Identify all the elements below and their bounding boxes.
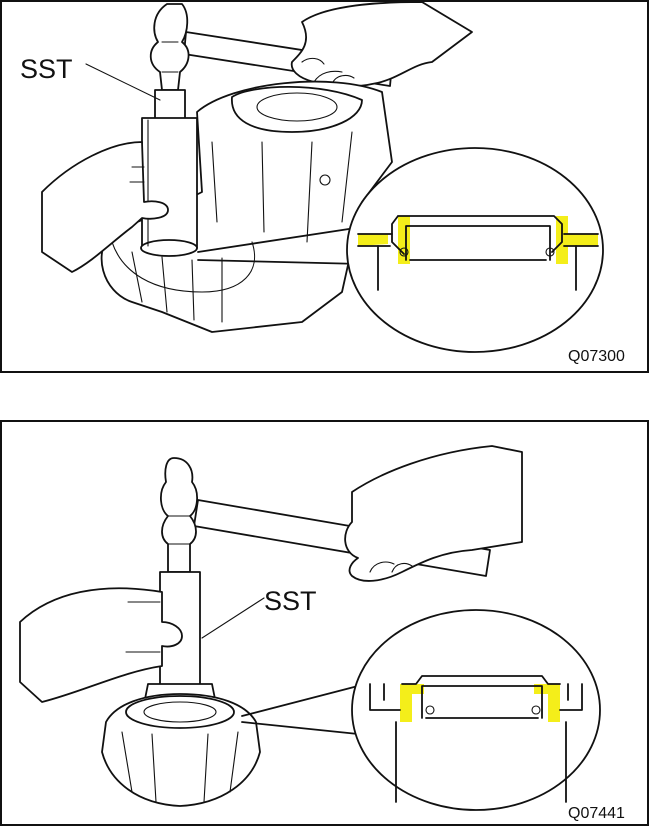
extension-housing <box>101 693 261 807</box>
figure-panel-bottom: SST Q07441 <box>0 420 649 826</box>
sst-leader-line-bottom <box>201 597 265 639</box>
seal-detail-callout-bottom <box>351 609 601 811</box>
detail-leader-lines-bottom <box>241 685 359 735</box>
sst-tool <box>140 89 198 257</box>
oil-seal-installation-diagram-bottom: SST Q07441 <box>19 445 625 822</box>
seal-detail-callout-top <box>346 147 604 353</box>
hand-left <box>19 587 183 703</box>
figure-code-top: Q07300 <box>568 348 625 365</box>
hand-right <box>344 445 523 582</box>
figure-panel-top: SST Q07300 <box>0 0 649 373</box>
transmission-case <box>100 80 393 333</box>
sst-label-bottom: SST <box>264 586 317 616</box>
hand-left <box>41 141 169 273</box>
sst-leader-line-top <box>85 63 161 101</box>
seal-highlight-bottom <box>400 684 560 722</box>
detail-leader-lines-top <box>197 226 363 265</box>
hand-upper <box>290 2 473 88</box>
oil-seal-installation-diagram-top: SST Q07300 <box>20 2 625 365</box>
sst-label-top: SST <box>20 54 73 84</box>
figure-code-bottom: Q07441 <box>568 805 625 822</box>
